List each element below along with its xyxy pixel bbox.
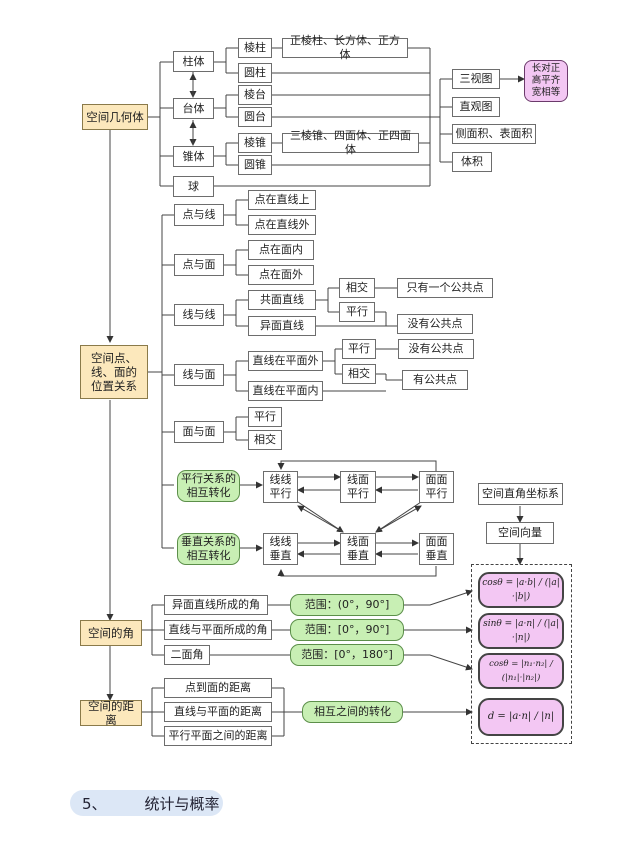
node-no-common-point-2: 没有公共点 [398, 339, 474, 359]
node-plane-plane-parallel: 面面 平行 [419, 471, 454, 503]
node-point-in-plane: 点在面内 [248, 240, 314, 260]
node-point-plane-distance: 点到面的距离 [164, 678, 272, 698]
node-line-plane-parallel: 线面 平行 [340, 471, 376, 503]
node-solid-geometry: 空间几何体 [82, 104, 148, 130]
node-space-distance: 空间的距离 [80, 699, 142, 727]
node-plane-plane: 面与面 [174, 421, 224, 443]
node-position-relation: 空间点、 线、面的 位置关系 [80, 345, 148, 399]
node-plane-plane-distance: 平行平面之间的距离 [164, 726, 272, 746]
node-cone: 圆锥 [238, 155, 272, 175]
node-point-plane: 点与面 [174, 254, 224, 276]
formula-skew-angle: cosθ = |a·b| / (|a|·|b|) [478, 572, 564, 608]
node-sphere: 球 [173, 176, 214, 197]
node-pyramid-types: 三棱锥、四面体、正四面体 [282, 129, 419, 156]
node-has-common-point: 有公共点 [402, 370, 468, 390]
node-line-in-plane: 直线在平面内 [248, 381, 323, 401]
node-three-view-rule: 长对正 高平齐 宽相等 [524, 60, 568, 102]
node-one-common-point: 只有一个公共点 [397, 278, 493, 298]
node-point-off-line: 点在直线外 [248, 215, 316, 235]
node-coplanar-lines: 共面直线 [248, 290, 316, 310]
node-point-off-plane: 点在面外 [248, 265, 314, 285]
node-space-vector: 空间向量 [486, 522, 554, 544]
node-frustum: 棱台 [238, 85, 272, 105]
node-point-line: 点与线 [174, 204, 224, 226]
node-parallel-3: 平行 [248, 407, 282, 427]
node-pyramid: 棱锥 [238, 133, 272, 153]
node-surface-area: 侧面积、表面积 [452, 124, 536, 144]
node-line-plane-angle: 直线与平面所成的角 [164, 620, 272, 640]
node-line-plane-perp: 线面 垂直 [340, 533, 376, 565]
node-line-line: 线与线 [174, 304, 224, 326]
section-number: 5、 [82, 794, 107, 813]
node-skew-angle: 异面直线所成的角 [164, 595, 268, 615]
node-line-line-perp: 线线 垂直 [263, 533, 298, 565]
formula-group-frame [471, 564, 572, 744]
node-range-1: 范围：(0°，90°] [290, 594, 404, 616]
section-statistics-header: 5、 统计与概率 [70, 790, 223, 816]
node-coordinate-system: 空间直角坐标系 [478, 483, 563, 505]
formula-distance: d = |a·n| / |n| [478, 698, 564, 736]
node-three-view: 三视图 [452, 69, 500, 89]
node-perp-transform: 垂直关系的 相互转化 [177, 533, 240, 565]
node-line-line-parallel: 线线 平行 [263, 471, 298, 503]
node-parallel-2: 平行 [342, 339, 376, 359]
node-prism-types: 正棱柱、长方体、正方体 [282, 34, 408, 61]
node-space-angle: 空间的角 [80, 620, 142, 646]
node-range-2: 范围：[0°，90°] [290, 619, 404, 641]
node-intuitive-view: 直观图 [452, 97, 500, 117]
node-intersect-2: 相交 [342, 364, 376, 384]
node-line-plane-distance: 直线与平面的距离 [164, 702, 272, 722]
node-dihedral-angle: 二面角 [164, 645, 210, 665]
node-range-3: 范围：[0°，180°] [290, 644, 404, 666]
node-no-common-point: 没有公共点 [397, 314, 473, 334]
node-prism-group: 柱体 [173, 51, 214, 72]
node-volume: 体积 [452, 152, 492, 172]
section-title: 统计与概率 [144, 794, 220, 813]
node-parallel-transform: 平行关系的 相互转化 [177, 470, 240, 502]
node-parallel: 平行 [339, 302, 375, 322]
node-line-plane: 线与面 [174, 364, 224, 386]
node-plane-plane-perp: 面面 垂直 [419, 533, 454, 565]
node-cylinder: 圆柱 [238, 63, 272, 83]
node-skew-lines: 异面直线 [248, 316, 316, 336]
node-point-on-line: 点在直线上 [248, 190, 316, 210]
node-intersect-3: 相交 [248, 430, 282, 450]
node-line-out-plane: 直线在平面外 [248, 351, 323, 371]
node-mutual-transform: 相互之间的转化 [302, 701, 403, 723]
node-frustum-group: 台体 [173, 98, 214, 119]
formula-dihedral-angle: cosθ = |n₁·n₂| / (|n₁|·|n₂|) [478, 653, 564, 689]
node-cone-frustum: 圆台 [238, 107, 272, 127]
node-intersect: 相交 [339, 278, 375, 298]
formula-line-plane-angle: sinθ = |a·n| / (|a|·|n|) [478, 613, 564, 649]
node-prism: 棱柱 [238, 38, 272, 58]
node-cone-group: 锥体 [173, 146, 214, 167]
